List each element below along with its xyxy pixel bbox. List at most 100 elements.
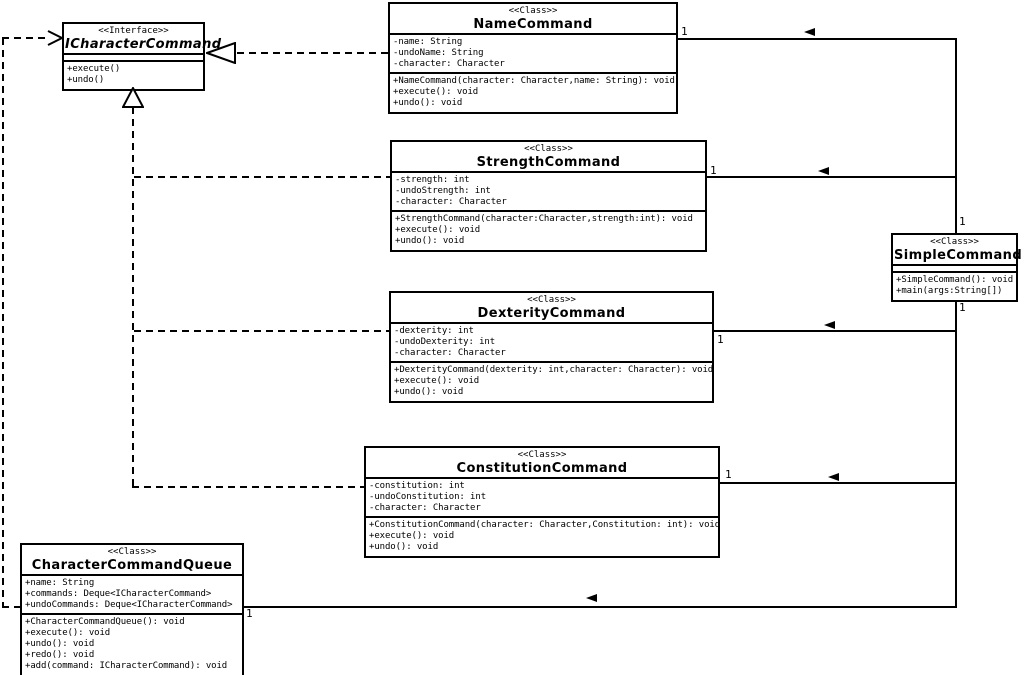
class-title: <<Class>> ConstitutionCommand: [366, 448, 718, 479]
association-strengthcommand-line: [707, 176, 957, 178]
class-title: <<Class>> SimpleCommand: [893, 235, 1023, 266]
attribute-row: -undoStrength: int: [395, 186, 491, 196]
method-row: +ConstitutionCommand(character: Characte…: [369, 520, 721, 530]
attributes-compartment: +name: String +commands: Deque<ICharacte…: [22, 576, 242, 615]
method-row: +undo(): [67, 75, 105, 85]
method-row: +execute(): [67, 64, 121, 74]
method-row: +add(command: ICharacterCommand): void: [25, 661, 228, 671]
methods-compartment: +SimpleCommand(): void +main(args:String…: [893, 273, 1016, 300]
stereotype-label: <<Class>>: [524, 144, 573, 154]
multiplicity-label: 1: [959, 301, 966, 314]
attribute-row: +name: String: [25, 578, 95, 588]
method-row: +execute(): void: [393, 87, 479, 97]
method-row: +StrengthCommand(character:Character,str…: [395, 214, 693, 224]
stereotype-label: <<Class>>: [107, 547, 157, 557]
multiplicity-label: 1: [725, 468, 732, 481]
methods-compartment: +NameCommand(character: Character,name: …: [390, 74, 676, 112]
method-row: +CharacterCommandQueue(): void: [25, 617, 185, 627]
attribute-row: -undoConstitution: int: [369, 492, 487, 502]
stereotype-label: <<Interface>>: [98, 26, 169, 36]
realization-dexteritycommand-line: [134, 330, 389, 332]
method-row: +undo(): void: [369, 542, 439, 552]
class-title: <<Class>> StrengthCommand: [392, 142, 705, 173]
filled-arrow-left-icon: [804, 28, 815, 36]
class-box-namecommand: <<Class>> NameCommand -name: String -und…: [388, 2, 678, 114]
class-box-dexteritycommand: <<Class>> DexterityCommand -dexterity: i…: [389, 291, 714, 403]
multiplicity-label: 1: [959, 215, 966, 228]
method-row: +undo(): void: [394, 387, 464, 397]
class-title: <<Class>> CharacterCommandQueue: [22, 545, 242, 576]
stereotype-label: <<Class>>: [930, 237, 979, 247]
open-arrow-icon: [47, 30, 64, 46]
dependency-queue-interface-vline: [2, 38, 4, 608]
hollow-triangle-left-icon: [206, 42, 236, 64]
multiplicity-label: 1: [681, 25, 688, 38]
attribute-row: -undoName: String: [393, 48, 484, 58]
method-row: +redo(): void: [25, 650, 95, 660]
class-name: StrengthCommand: [476, 155, 621, 170]
association-constitutioncommand-line: [720, 482, 957, 484]
class-title: <<Interface>> ICharacterCommand: [64, 24, 222, 55]
multiplicity-label: 1: [246, 607, 253, 620]
filled-arrow-left-icon: [828, 473, 839, 481]
attribute-row: -character: Character: [369, 503, 481, 513]
attributes-compartment: -strength: int -undoStrength: int -chara…: [392, 173, 705, 212]
method-row: +main(args:String[]): [896, 286, 1003, 296]
methods-compartment: +CharacterCommandQueue(): void +execute(…: [22, 615, 242, 675]
class-name: CharacterCommandQueue: [31, 558, 233, 573]
methods-compartment: +StrengthCommand(character:Character,str…: [392, 212, 705, 250]
filled-arrow-left-icon: [586, 594, 597, 602]
filled-arrow-left-icon: [818, 167, 829, 175]
class-name: DexterityCommand: [477, 306, 626, 321]
attribute-row: +undoCommands: Deque<ICharacterCommand>: [25, 600, 233, 610]
attribute-row: +commands: Deque<ICharacterCommand>: [25, 589, 212, 599]
method-row: +undo(): void: [393, 98, 463, 108]
class-box-strengthcommand: <<Class>> StrengthCommand -strength: int…: [390, 140, 707, 252]
association-spine-line: [955, 38, 957, 608]
hollow-triangle-up-icon: [122, 87, 144, 108]
method-row: +execute(): void: [395, 225, 481, 235]
method-row: +execute(): void: [25, 628, 111, 638]
attribute-row: -name: String: [393, 37, 463, 47]
class-title: <<Class>> NameCommand: [390, 4, 676, 35]
methods-compartment: +execute() +undo(): [64, 62, 203, 89]
attribute-row: -constitution: int: [369, 481, 465, 491]
class-name: SimpleCommand: [894, 248, 1023, 263]
realization-namecommand-line: [237, 52, 388, 54]
method-row: +undo(): void: [25, 639, 95, 649]
stereotype-label: <<Class>>: [527, 295, 576, 305]
dependency-queue-interface-bottomline: [2, 606, 20, 608]
class-name: ICharacterCommand: [65, 37, 222, 52]
multiplicity-label: 1: [717, 333, 724, 346]
multiplicity-label: 1: [710, 164, 717, 177]
filled-arrow-left-icon: [824, 321, 835, 329]
class-box-icharactercommand: <<Interface>> ICharacterCommand +execute…: [62, 22, 222, 91]
class-box-charactercommandqueue: <<Class>> CharacterCommandQueue +name: S…: [20, 543, 244, 675]
stereotype-label: <<Class>>: [517, 450, 567, 460]
realization-spine-vline: [132, 107, 134, 489]
class-box-constitutioncommand: <<Class>> ConstitutionCommand -constitut…: [364, 446, 720, 558]
attributes-compartment: -name: String -undoName: String -charact…: [390, 35, 676, 74]
attribute-row: -character: Character: [395, 197, 507, 207]
class-name: ConstitutionCommand: [456, 461, 628, 476]
methods-compartment: +ConstitutionCommand(character: Characte…: [366, 518, 721, 556]
association-commandqueue-line: [244, 606, 957, 608]
attribute-row: -undoDexterity: int: [394, 337, 496, 347]
method-row: +NameCommand(character: Character,name: …: [393, 76, 675, 86]
stereotype-label: <<Class>>: [508, 6, 558, 16]
attributes-compartment: -constitution: int -undoConstitution: in…: [366, 479, 718, 518]
method-row: +execute(): void: [369, 531, 455, 541]
method-row: +DexterityCommand(dexterity: int,charact…: [394, 365, 714, 375]
class-title: <<Class>> DexterityCommand: [391, 293, 712, 324]
attributes-compartment: -dexterity: int -undoDexterity: int -cha…: [391, 324, 712, 363]
method-row: +undo(): void: [395, 236, 465, 246]
methods-compartment: +DexterityCommand(dexterity: int,charact…: [391, 363, 714, 401]
attribute-row: -strength: int: [395, 175, 470, 185]
association-dexteritycommand-line: [714, 330, 957, 332]
attribute-row: -dexterity: int: [394, 326, 474, 336]
attributes-compartment: [64, 55, 203, 62]
attributes-compartment: [893, 266, 1016, 273]
class-name: NameCommand: [473, 17, 593, 32]
realization-strengthcommand-line: [134, 176, 390, 178]
